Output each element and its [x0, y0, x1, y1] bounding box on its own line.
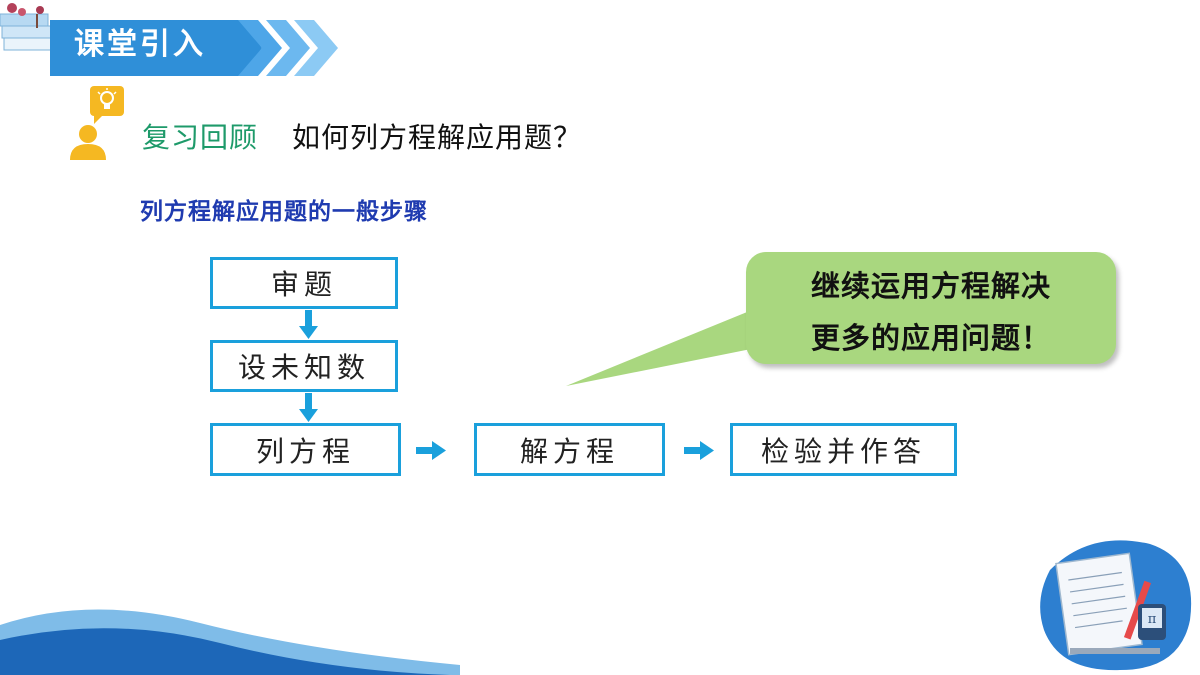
arrow-right-icon: [684, 441, 714, 460]
header-banner: [0, 3, 338, 76]
arrow-down-icon: [299, 393, 318, 422]
callout-bubble: [746, 252, 1116, 364]
arrow-down-icon: [299, 310, 318, 339]
step-label: 设未知数: [237, 351, 370, 384]
arrow-right-icon: [416, 441, 446, 460]
notebook-icon: [1055, 552, 1143, 656]
callout-tail: [566, 310, 756, 386]
step-label: 列方程: [255, 434, 355, 468]
review-question: 如何列方程解应用题？: [292, 121, 583, 154]
bottom-wave-decoration: [0, 609, 460, 675]
step-label: 检验并作答: [760, 434, 926, 468]
math-illustration: π: [1040, 540, 1192, 671]
books-decoration-icon: [0, 3, 55, 51]
pencil-icon: [1123, 580, 1152, 640]
step-box-check-answer: 检验并作答: [730, 423, 957, 476]
step-box-write-equation: 列方程: [210, 423, 401, 476]
bulb-person-icon: [70, 86, 124, 160]
pi-cup-icon: π: [1138, 604, 1166, 640]
page-title: 课堂引入: [74, 27, 206, 62]
steps-title: 列方程解应用题的一般步骤: [140, 199, 428, 225]
step-box-set-unknown: 设未知数: [210, 340, 398, 392]
callout-text: 继续运用方程解决更多的应用问题！: [810, 269, 1051, 355]
step-box-review-problem: 审题: [210, 257, 398, 309]
review-label: 复习回顾: [142, 121, 259, 154]
step-label: 解方程: [519, 434, 619, 468]
step-box-solve-equation: 解方程: [474, 423, 665, 476]
pi-symbol: π: [1148, 612, 1157, 627]
step-label: 审题: [270, 268, 337, 301]
